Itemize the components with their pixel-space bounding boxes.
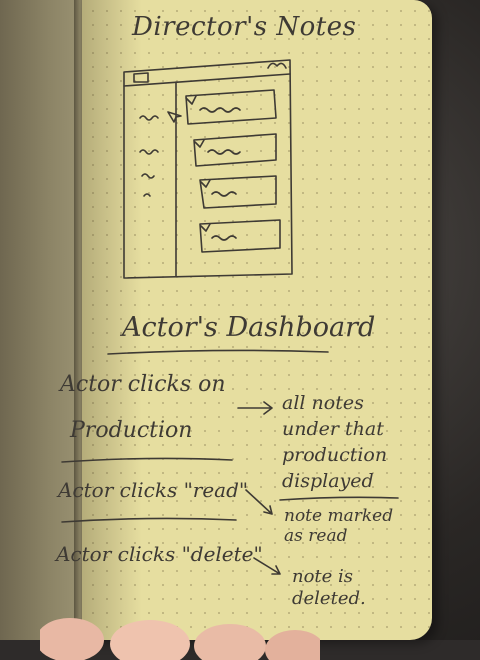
wireframe-window [123, 59, 293, 279]
card-check [200, 179, 211, 188]
card-check [194, 139, 205, 148]
divider [279, 496, 399, 501]
note-card [185, 89, 277, 125]
wireframe-menu-box [133, 72, 149, 83]
action-text: Actor clicks "delete" [56, 542, 263, 566]
note-card [193, 133, 277, 167]
cursor-icon [167, 111, 182, 123]
action-text: Actor clicks on [60, 372, 226, 397]
fingers [40, 618, 320, 660]
left-page [0, 0, 82, 640]
result-text: note marked as read [284, 506, 394, 546]
card-text [211, 235, 237, 241]
notebook-page [82, 0, 432, 640]
result-text: note is deleted. [292, 566, 366, 609]
action-text: Actor clicks "read" [58, 478, 249, 502]
card-check [185, 95, 197, 105]
card-text [207, 149, 241, 155]
wireframe-sketch [61, 59, 399, 575]
card-text [199, 107, 241, 113]
finger [265, 630, 320, 660]
sidebar-squiggle [141, 173, 155, 179]
wireframe-user-icon [267, 62, 287, 69]
arrow-icon [245, 489, 273, 515]
wireframe-header [123, 73, 291, 87]
arrow-icon [237, 401, 273, 415]
sidebar-squiggle [139, 149, 159, 155]
sidebar-squiggle [143, 193, 151, 197]
finger [194, 624, 266, 660]
page-shadow [82, 0, 142, 640]
finger [110, 620, 190, 660]
note-card [199, 219, 281, 253]
subtitle-underline [107, 349, 329, 355]
page-subtitle: Actor's Dashboard [122, 312, 376, 343]
divider [61, 457, 233, 463]
finger [40, 618, 104, 660]
sidebar-squiggle [139, 115, 159, 121]
arrow-icon [253, 557, 281, 575]
action-text-continued: Production [70, 418, 193, 443]
note-card [199, 175, 277, 209]
divider [61, 517, 237, 523]
card-check [200, 223, 211, 232]
page-title: Director's Notes [132, 12, 357, 42]
card-text [211, 191, 237, 197]
result-text: all notes under that production displaye… [282, 392, 388, 492]
